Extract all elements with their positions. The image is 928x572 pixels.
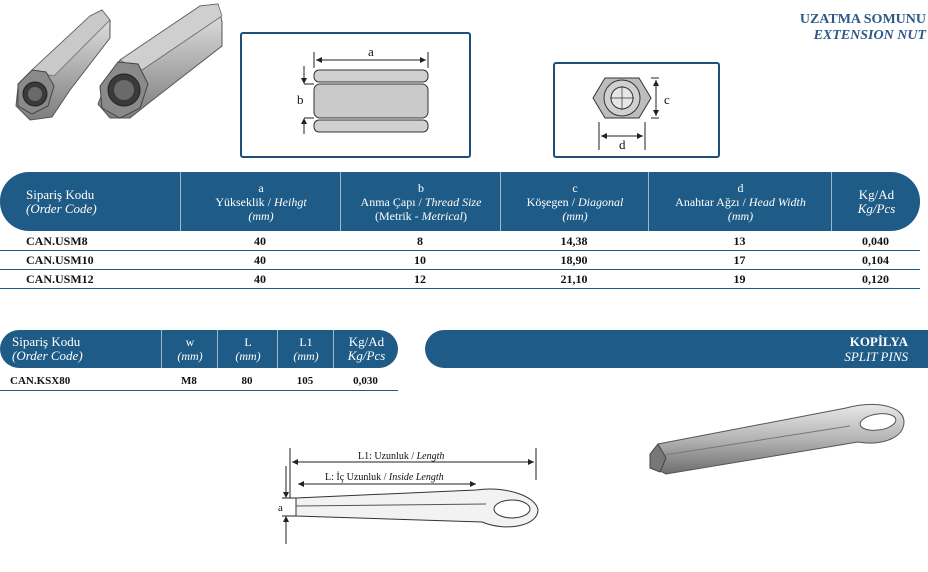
dim-b-label: b xyxy=(297,92,304,107)
page-title: UZATMA SOMUNU EXTENSION NUT xyxy=(800,12,926,44)
extension-nut-photo xyxy=(15,3,223,121)
table-row: CAN.USM12 40 12 21,10 19 0,120 xyxy=(0,270,920,289)
th2-l1: L1 (mm) xyxy=(277,330,334,368)
split-pins-banner: KOPİLYA SPLIT PINS xyxy=(425,330,928,368)
th-height: a Yükseklik / Heihgt (mm) xyxy=(180,172,341,231)
side-view-drawing xyxy=(301,52,429,134)
split-pin-table-header: Sipariş Kodu (Order Code) w (mm) L (mm) … xyxy=(0,330,398,368)
side-view-drawing-frame: a b xyxy=(240,32,471,158)
th-thread-size: b Anma Çapı / Thread Size (Metrik - Metr… xyxy=(340,172,501,231)
title-tr: UZATMA SOMUNU xyxy=(799,12,926,27)
table-row: CAN.USM10 40 10 18,90 17 0,104 xyxy=(0,251,920,270)
table1-header: Sipariş Kodu (Order Code) a Yükseklik / … xyxy=(0,172,920,231)
th-diagonal: c Köşegen / Diagonal (mm) xyxy=(500,172,649,231)
extension-nut-table: Sipariş Kodu (Order Code) a Yükseklik / … xyxy=(0,172,920,231)
th2-order-code: Sipariş Kodu (Order Code) xyxy=(12,334,83,363)
th2-w: w (mm) xyxy=(161,330,218,368)
th-head-width: d Anahtar Ağzı / Head Width (mm) xyxy=(648,172,832,231)
inside-length-label: L: İç Uzunluk / Inside Length xyxy=(325,472,444,483)
split-pins-title-tr: KOPİLYA xyxy=(849,334,908,349)
split-pin-dimension-drawing xyxy=(282,448,539,544)
title-en: EXTENSION NUT xyxy=(813,28,926,43)
dim-c-label: c xyxy=(664,92,670,107)
dim-a-pin-label: a xyxy=(278,502,283,514)
split-pin-photo xyxy=(649,404,905,475)
th-weight: Kg/Ad Kg/Pcs xyxy=(831,172,921,231)
th2-l: L (mm) xyxy=(217,330,278,368)
th2-weight: Kg/Ad Kg/Pcs xyxy=(333,330,399,368)
dim-d-label: d xyxy=(619,137,626,152)
dim-a-label: a xyxy=(368,44,374,59)
split-pins-title-en: SPLIT PINS xyxy=(844,349,908,364)
length-label: L1: Uzunluk / Length xyxy=(358,451,445,462)
table-row: CAN.KSX80 M8 80 105 0,030 xyxy=(0,372,398,391)
table-row: CAN.USM8 40 8 14,38 13 0,040 xyxy=(0,232,920,251)
th-order-code: Sipariş Kodu (Order Code) xyxy=(26,186,97,216)
top-view-drawing xyxy=(592,77,659,150)
top-view-drawing-frame: c d xyxy=(553,62,720,158)
